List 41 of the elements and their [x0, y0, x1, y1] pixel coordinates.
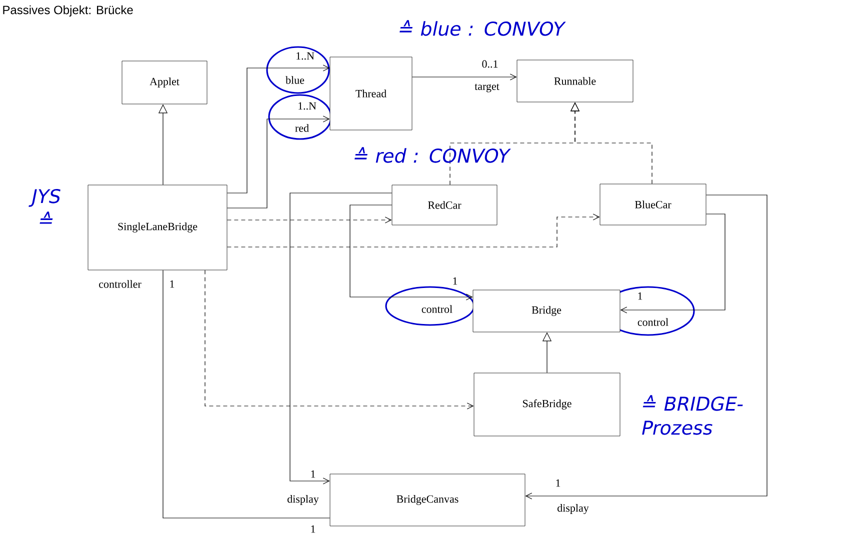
arrow: [350, 204, 473, 300]
edge-label: display: [558, 504, 589, 514]
multiplicity-label: 1: [453, 277, 458, 285]
class-box: Bridge: [472, 290, 620, 332]
arrow: [226, 64, 330, 194]
multiplicity-label: 1..N: [296, 52, 314, 60]
edge-label: red: [295, 124, 309, 132]
class-box: Applet: [122, 60, 208, 104]
multiplicity-label: 1..N: [298, 102, 316, 110]
edge-label: control: [638, 318, 668, 326]
arrow: [226, 214, 600, 248]
class-box: BlueCar: [600, 184, 706, 226]
arrow: [525, 194, 768, 500]
edge-label: display: [288, 495, 319, 505]
multiplicity-label: 1: [170, 280, 174, 288]
class-box: BridgeCanvas: [330, 474, 526, 526]
multiplicity-label: 1: [556, 479, 560, 487]
class-box: RedCar: [392, 184, 498, 226]
handwritten-note: JYS ≙: [28, 188, 60, 224]
class-box: Runnable: [516, 60, 634, 102]
handwritten-note: ≙ red : CONVOY: [354, 147, 511, 163]
multiplicity-label: 1: [311, 525, 316, 533]
arrow: [226, 116, 330, 208]
class-box: Thread: [330, 56, 412, 130]
edge-label: control: [422, 305, 452, 313]
multiplicity-label: 1: [311, 470, 316, 478]
class-box: SafeBridge: [474, 372, 620, 436]
handwritten-note: ≙ BRIDGE- Prozess: [642, 395, 743, 435]
handwritten-note: ≙ blue : CONVOY: [400, 20, 566, 36]
arrow: [204, 270, 474, 410]
multiplicity-label: 0..1: [482, 60, 498, 68]
arrow: [412, 74, 517, 80]
arrow: [620, 214, 726, 314]
arrow: [226, 216, 392, 224]
edge-label: target: [474, 84, 500, 92]
edge-label: controller: [99, 280, 142, 288]
title: Passives Objekt: Brücke: [3, 5, 133, 17]
arrow: [290, 192, 392, 484]
edge-label: blue: [286, 76, 304, 84]
multiplicity-label: 1: [638, 292, 642, 300]
class-box: SingleLaneBridge: [88, 184, 228, 270]
